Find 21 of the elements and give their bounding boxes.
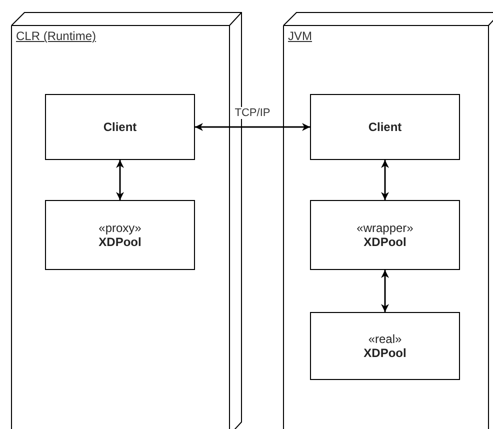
stereotype-text: «real» [368, 332, 402, 346]
edge-label: TCP/IP [234, 107, 272, 119]
component-name: XDPool [364, 346, 406, 360]
component-box [310, 200, 460, 270]
node-3d-box [283, 12, 493, 429]
arrow [116, 160, 124, 200]
arrow [195, 123, 310, 131]
component-name: XDPool [364, 235, 406, 249]
stereotype-text: «wrapper» [356, 221, 414, 235]
arrow [381, 270, 389, 312]
component-box [45, 94, 195, 160]
component-name: XDPool [98, 235, 142, 249]
stereotype-text: «proxy» [98, 221, 142, 235]
component-name: Client [103, 120, 137, 134]
node-heading: CLR (Runtime) [16, 29, 96, 43]
arrow [381, 160, 389, 200]
node-heading: JVM [288, 29, 312, 43]
component-box [310, 94, 460, 160]
component-name: Client [368, 120, 402, 134]
component-box [45, 200, 195, 270]
component-box [310, 312, 460, 380]
